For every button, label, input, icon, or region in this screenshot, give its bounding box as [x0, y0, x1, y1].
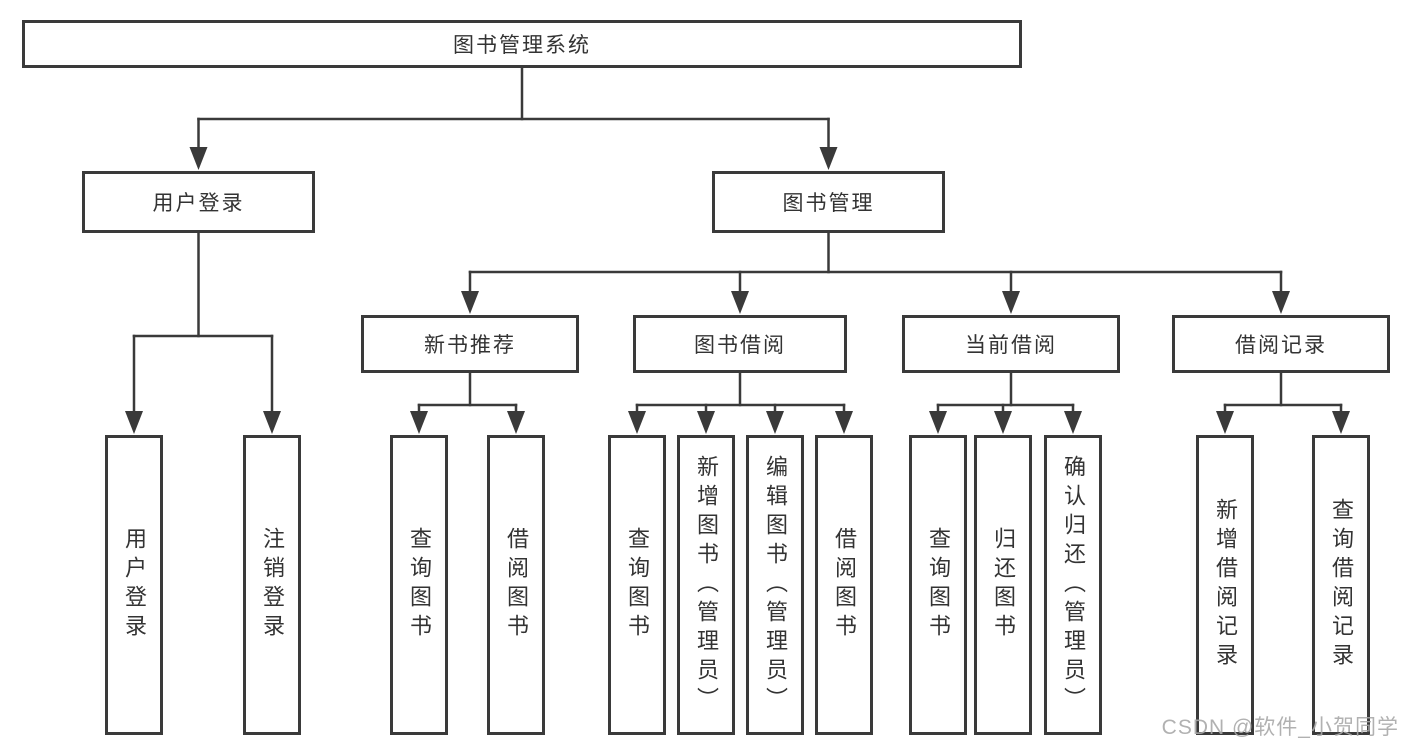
leaf-query-borrow-record: 查询借阅记录 [1312, 435, 1370, 735]
node-borrow-records: 借阅记录 [1172, 315, 1390, 373]
leaf-label: 借阅图书 [504, 527, 529, 643]
leaf-borrow-books-2: 借阅图书 [815, 435, 873, 735]
leaf-query-books-1: 查询图书 [390, 435, 448, 735]
leaf-label: 编辑图书（管理员） [763, 454, 788, 716]
leaf-label: 用户登录 [122, 527, 147, 643]
leaf-confirm-return-admin: 确认归还（管理员） [1044, 435, 1102, 735]
leaf-label: 查询借阅记录 [1329, 498, 1354, 672]
node-user-login-branch: 用户登录 [82, 171, 315, 233]
leaf-label: 查询图书 [926, 527, 951, 643]
leaf-label: 归还图书 [991, 527, 1016, 643]
leaf-label: 查询图书 [407, 527, 432, 643]
node-book-management: 图书管理 [712, 171, 945, 233]
node-new-book-recommendation: 新书推荐 [361, 315, 579, 373]
leaf-query-books-2: 查询图书 [608, 435, 666, 735]
leaf-label: 新增图书（管理员） [694, 454, 719, 716]
leaf-label: 借阅图书 [832, 527, 857, 643]
leaf-add-books-admin: 新增图书（管理员） [677, 435, 735, 735]
leaf-logout: 注销登录 [243, 435, 301, 735]
leaf-label: 确认归还（管理员） [1061, 454, 1086, 716]
leaf-borrow-books-1: 借阅图书 [487, 435, 545, 735]
leaf-label: 注销登录 [260, 527, 285, 643]
leaf-user-login: 用户登录 [105, 435, 163, 735]
node-library-management-system: 图书管理系统 [22, 20, 1022, 68]
leaf-return-books: 归还图书 [974, 435, 1032, 735]
node-book-borrowing: 图书借阅 [633, 315, 847, 373]
leaf-label: 新增借阅记录 [1213, 498, 1238, 672]
csdn-watermark: CSDN @软件_小贺同学 [1161, 716, 1399, 739]
leaf-edit-books-admin: 编辑图书（管理员） [746, 435, 804, 735]
leaf-add-borrow-record: 新增借阅记录 [1196, 435, 1254, 735]
leaf-query-books-3: 查询图书 [909, 435, 967, 735]
node-current-borrowing: 当前借阅 [902, 315, 1120, 373]
leaf-label: 查询图书 [625, 527, 650, 643]
